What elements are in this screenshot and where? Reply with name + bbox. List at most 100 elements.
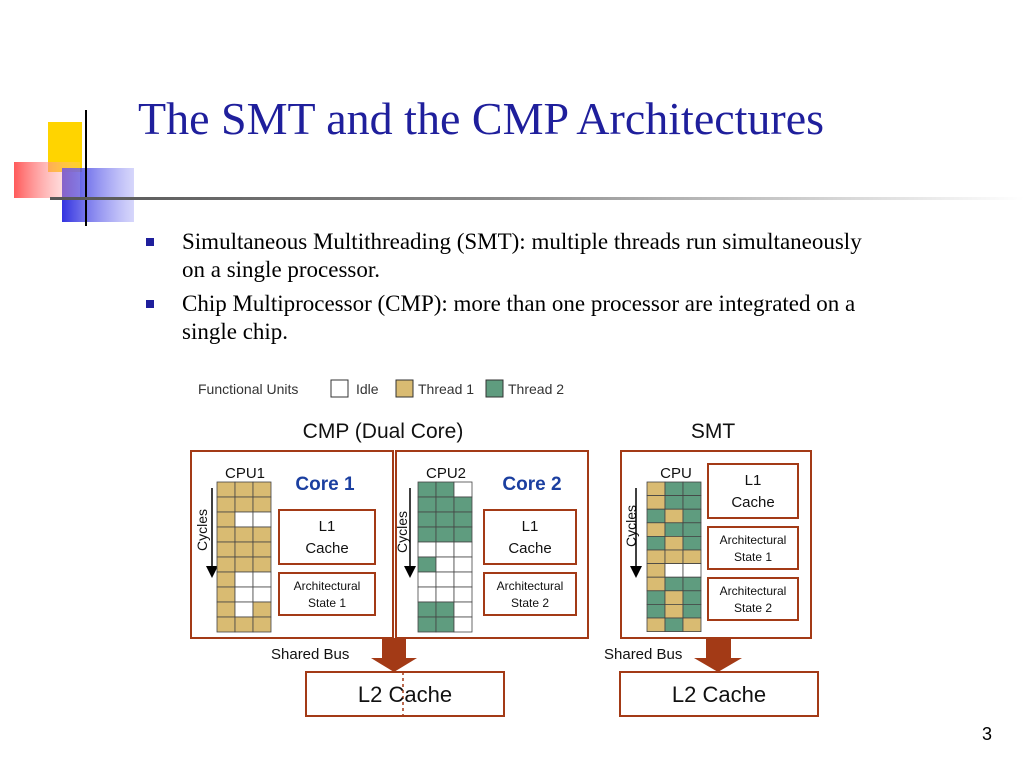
functional-unit-cell (216, 496, 236, 513)
functional-unit-cell (417, 556, 437, 573)
core1-label: Core 1 (295, 474, 355, 495)
functional-unit-cell (453, 511, 473, 528)
legend-thread2-label: Thread 2 (508, 381, 564, 397)
bullet-item: Simultaneous Multithreading (SMT): multi… (146, 228, 866, 284)
cmp-shared-bus-label: Shared Bus (271, 646, 349, 663)
legend-idle-label: Idle (356, 381, 379, 397)
functional-unit-cell (453, 616, 473, 633)
core2-cache-line2: Cache (508, 540, 551, 557)
functional-unit-cell (453, 556, 473, 573)
slide-title: The SMT and the CMP Architectures (138, 93, 825, 144)
functional-unit-cell (646, 495, 666, 510)
functional-unit-cell (216, 616, 236, 633)
functional-unit-cell (682, 536, 702, 551)
smt-state2-line2: State 2 (734, 601, 772, 615)
functional-unit-cell (417, 526, 437, 543)
bullet-text: Simultaneous Multithreading (SMT): multi… (182, 229, 862, 282)
functional-unit-cell (646, 590, 666, 605)
functional-unit-cell (234, 601, 254, 618)
cmp-l2-cache-label: L2 Cache (358, 682, 452, 707)
functional-unit-cell (682, 576, 702, 592)
functional-unit-cell (435, 556, 455, 573)
smt-arch-state1-box (707, 526, 799, 570)
core2-arch-state-box (483, 572, 577, 616)
functional-unit-cell (252, 556, 272, 573)
core2-l1-cache-box (483, 509, 577, 565)
functional-unit-cell (234, 541, 254, 558)
smt-cpu-label: CPU (660, 465, 692, 482)
functional-unit-cell (453, 586, 473, 603)
functional-unit-cell (234, 616, 254, 633)
cpu1-label: CPU1 (225, 465, 265, 482)
functional-unit-cell (664, 617, 684, 633)
functional-unit-cell (646, 576, 666, 592)
functional-unit-cell (252, 586, 272, 603)
functional-unit-cell (435, 481, 455, 498)
functional-unit-cell (453, 526, 473, 543)
functional-unit-cell (664, 495, 684, 510)
functional-unit-cell (435, 511, 455, 528)
functional-unit-cell (417, 511, 437, 528)
smt-functional-unit-grid (646, 481, 702, 633)
bullet-text: Chip Multiprocessor (CMP): more than one… (182, 291, 856, 344)
smt-shared-bus-label: Shared Bus (604, 646, 682, 663)
functional-unit-cell (234, 511, 254, 528)
functional-unit-cell (646, 508, 666, 524)
functional-unit-cell (682, 549, 702, 565)
functional-unit-cell (682, 481, 702, 497)
functional-unit-cell (234, 481, 254, 498)
page-number: 3 (981, 724, 992, 744)
legend-heading: Functional Units (198, 381, 298, 397)
smt-state1-line1: Architectural (720, 533, 787, 547)
cmp-bus-arrow (371, 638, 417, 672)
functional-unit-cell (664, 536, 684, 551)
core1-frame (190, 450, 394, 639)
functional-unit-cell (646, 549, 666, 565)
bullet-item: Chip Multiprocessor (CMP): more than one… (146, 290, 866, 346)
functional-unit-cell (252, 616, 272, 633)
functional-unit-cell (453, 601, 473, 618)
functional-unit-cell (664, 563, 684, 578)
core1-cache-line1: L1 (319, 518, 336, 535)
functional-unit-cell (664, 590, 684, 605)
functional-unit-cell (417, 601, 437, 618)
core1-state-line1: Architectural (294, 579, 361, 593)
functional-unit-cell (216, 556, 236, 573)
smt-cache-line1: L1 (745, 472, 762, 489)
functional-unit-cell (682, 590, 702, 605)
functional-unit-cell (417, 496, 437, 513)
smt-heading: SMT (691, 420, 736, 443)
functional-unit-cell (252, 601, 272, 618)
functional-unit-cell (216, 571, 236, 588)
smt-state2-line1: Architectural (720, 584, 787, 598)
functional-unit-cell (417, 541, 437, 558)
functional-unit-cell (646, 604, 666, 619)
bullet-square-icon (146, 238, 154, 246)
functional-unit-cell (435, 616, 455, 633)
core1-arch-state-box (278, 572, 376, 616)
functional-unit-cell (252, 481, 272, 498)
functional-unit-cell (252, 511, 272, 528)
functional-unit-cell (664, 508, 684, 524)
smt-state1-line2: State 1 (734, 550, 772, 564)
legend-thread1-label: Thread 1 (418, 381, 474, 397)
functional-unit-cell (417, 586, 437, 603)
cycles-label: Cycles (394, 511, 410, 553)
functional-unit-cell (664, 549, 684, 565)
functional-unit-cell (216, 541, 236, 558)
functional-unit-cell (216, 526, 236, 543)
functional-unit-cell (664, 522, 684, 537)
core2-state-line2: State 2 (511, 596, 549, 610)
functional-unit-cell (435, 571, 455, 588)
functional-unit-cell (682, 508, 702, 524)
functional-unit-cell (417, 616, 437, 633)
functional-unit-cell (453, 541, 473, 558)
functional-unit-cell (234, 556, 254, 573)
cycles-label: Cycles (194, 509, 210, 551)
functional-unit-cell (252, 496, 272, 513)
functional-unit-cell (664, 604, 684, 619)
functional-unit-cell (664, 576, 684, 592)
functional-unit-cell (682, 617, 702, 633)
functional-unit-cell (216, 586, 236, 603)
